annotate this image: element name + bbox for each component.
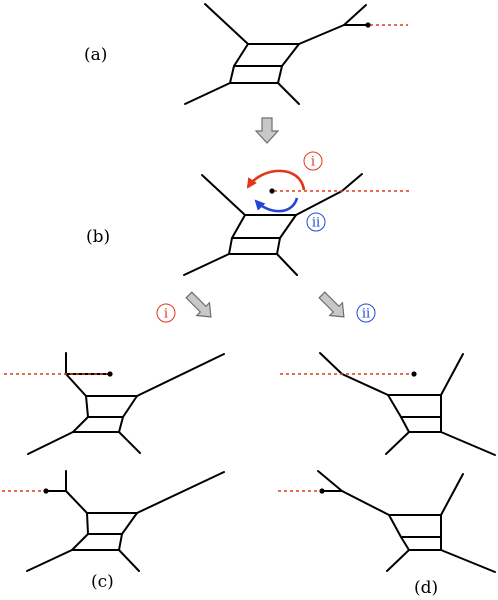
graph-c-bottom-edge bbox=[118, 549, 140, 572]
label-d: (d) bbox=[414, 578, 439, 598]
graph-d-bottom-edge bbox=[341, 490, 390, 516]
graph-a-edge bbox=[184, 82, 231, 105]
graph-c-bottom-edge bbox=[65, 490, 88, 514]
label-a: (a) bbox=[84, 45, 108, 65]
branch-i-arrow-icon bbox=[185, 291, 212, 318]
graph-d-bottom-edge bbox=[440, 549, 496, 573]
graph-b-puncture bbox=[269, 188, 275, 194]
graph-d-top-upper-rect bbox=[387, 394, 442, 418]
graph-d-bottom-lower-rect bbox=[400, 536, 442, 551]
graph-a-upper-rect bbox=[233, 43, 300, 67]
graph-a-edge bbox=[277, 82, 300, 105]
graph-b-edge bbox=[295, 190, 343, 216]
graph-a-lower-rect bbox=[229, 65, 283, 84]
graph-b: i ii bbox=[183, 151, 412, 276]
graph-a-edge bbox=[343, 4, 367, 26]
graph-c-top-edge bbox=[118, 431, 141, 454]
marker-ii-badge: ii bbox=[306, 212, 326, 232]
graph-b-upper-rect bbox=[231, 214, 297, 239]
branch-i-text: i bbox=[164, 307, 168, 322]
label-b: (b) bbox=[86, 227, 111, 247]
graph-d-top-puncture bbox=[411, 371, 417, 377]
graph-c-top-lower-rect bbox=[72, 416, 124, 433]
graph-b-edge bbox=[201, 174, 246, 216]
graph-c-top-edge bbox=[136, 353, 225, 397]
graph-b-edge bbox=[276, 253, 298, 276]
graph-c-top-edge bbox=[27, 431, 74, 455]
graph-c-bottom-edge bbox=[26, 549, 73, 572]
graph-c-top bbox=[4, 352, 225, 455]
graph-d-bottom-edge bbox=[440, 473, 464, 516]
branch-ii-text: ii bbox=[362, 307, 370, 322]
graph-b-edge bbox=[341, 173, 363, 192]
graph-d-bottom bbox=[278, 470, 496, 573]
graph-b-edge bbox=[183, 253, 230, 276]
graph-c-top-puncture bbox=[107, 371, 113, 377]
graph-d-bottom-edge bbox=[317, 470, 343, 492]
marker-i-badge: i bbox=[303, 151, 323, 171]
graph-c-bottom-edge bbox=[136, 471, 225, 514]
label-c: (c) bbox=[91, 572, 114, 592]
graph-d-top-edge bbox=[440, 431, 496, 456]
graph-d-bottom-puncture bbox=[319, 488, 325, 494]
down-arrow-icon bbox=[254, 117, 280, 144]
graph-d-top-edge bbox=[319, 352, 343, 375]
graph-c-top-upper-rect bbox=[85, 395, 138, 418]
rotation-ii-arrow bbox=[254, 197, 299, 213]
graph-d-top bbox=[280, 352, 496, 456]
graph-c-top-edge bbox=[65, 373, 87, 397]
graph-b-lower-rect bbox=[228, 237, 281, 255]
graph-a-puncture bbox=[365, 22, 371, 28]
graph-d-bottom-edge bbox=[386, 549, 410, 572]
marker-i-text: i bbox=[311, 155, 315, 170]
graph-d-top-edge bbox=[385, 431, 410, 455]
graph-a bbox=[184, 3, 408, 105]
graph-a-edge bbox=[204, 3, 249, 45]
graph-c-bottom-puncture bbox=[43, 488, 49, 494]
graph-a-edge bbox=[298, 24, 345, 45]
graph-c-bottom bbox=[2, 470, 225, 572]
graph-d-top-lower-rect bbox=[400, 416, 442, 433]
graph-d-top-edge bbox=[440, 353, 464, 396]
branch-ii-arrow-icon bbox=[318, 291, 345, 318]
rotation-i-arrow bbox=[246, 169, 306, 191]
branch-ii-badge: ii bbox=[356, 303, 376, 323]
marker-ii-text: ii bbox=[312, 216, 320, 231]
graph-d-bottom-upper-rect bbox=[388, 514, 442, 538]
graph-d-top-edge bbox=[341, 373, 389, 396]
graph-c-bottom-upper-rect bbox=[86, 512, 138, 535]
graph-c-bottom-lower-rect bbox=[71, 533, 123, 551]
branch-i-badge: i bbox=[156, 303, 176, 323]
